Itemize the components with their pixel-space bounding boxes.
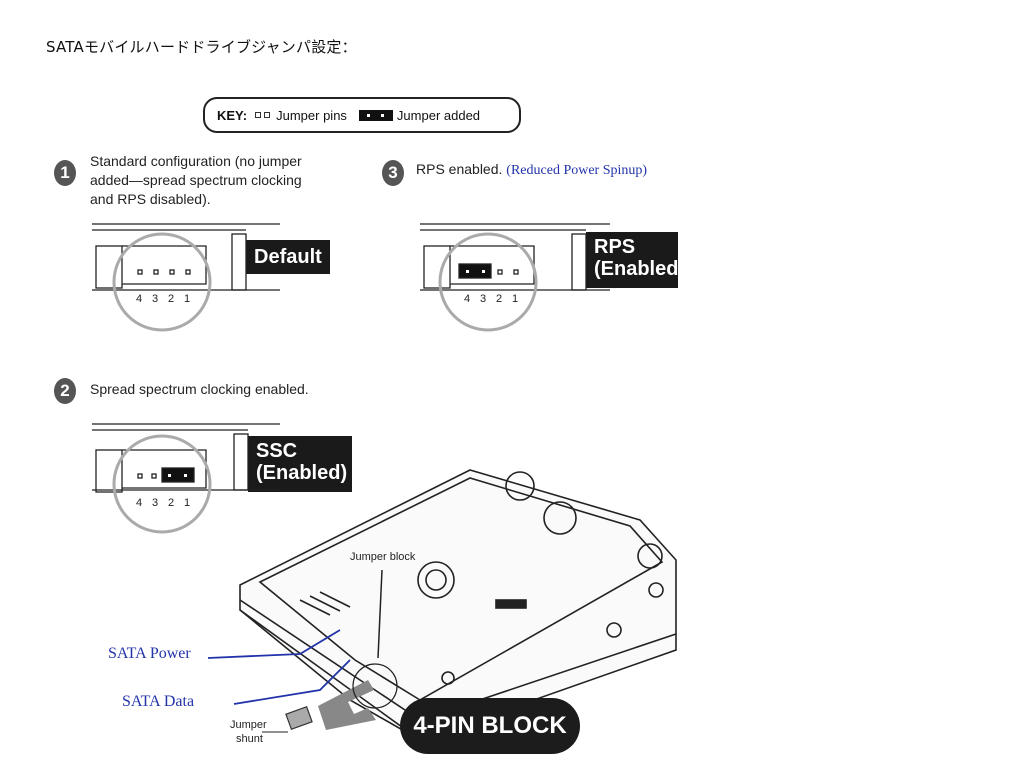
key-label: KEY: [217, 107, 248, 123]
pin-numbers-ssc: 4 3 2 1 [136, 497, 190, 509]
jumper-pins-icon [255, 112, 271, 118]
legend-key: KEY: Jumper pins Jumper added [203, 97, 521, 133]
step-1-number: 1 [54, 160, 76, 186]
sata-data-label: SATA Data [122, 693, 194, 710]
jumper-block-line [377, 569, 383, 659]
step-3-text: RPS enabled. (Reduced Power Spinup) [416, 160, 647, 180]
connector-detail-ssc [92, 423, 280, 534]
ssc-tag-line-1: SSC [256, 440, 298, 462]
step-2-number: 2 [54, 378, 76, 404]
rps-tag-line-2: (Enabled) [594, 258, 686, 280]
pin-2 [169, 269, 175, 275]
step-1-line-3: and RPS disabled). [90, 191, 211, 207]
insert-arrow-icon [318, 663, 398, 730]
pin-num-3: 3 [152, 293, 158, 305]
pin-numbers-default: 4 3 2 1 [136, 293, 190, 305]
jumper-block-label: Jumper block [350, 551, 416, 563]
pin-num-rps-4: 4 [464, 293, 470, 305]
rps-tag-line-1: RPS [594, 236, 636, 258]
pin-num-4: 4 [136, 293, 142, 305]
pin-numbers-rps: 4 3 2 1 [464, 293, 518, 305]
jumper-rps [458, 263, 492, 279]
default-tag: Default [246, 240, 330, 274]
jumper-shunt-label-1: Jumper [230, 719, 267, 731]
ssc-tag-line-2: (Enabled) [256, 462, 348, 484]
pin-num-ssc-1: 1 [184, 497, 190, 509]
key-pins-label: Jumper pins [276, 107, 347, 123]
pin-num-rps-1: 1 [512, 293, 518, 305]
step-3-number: 3 [382, 160, 404, 186]
sata-power-label: SATA Power [108, 645, 191, 662]
connector-detail-rps [420, 223, 610, 332]
step-1-line-1: Standard configuration (no jumper [90, 153, 302, 169]
pin-num-1: 1 [184, 293, 190, 305]
step-1-line-2: added—spread spectrum clocking [90, 172, 302, 188]
step-2-label: Spread spectrum clocking enabled. [90, 381, 309, 397]
jumper-shunt-label-2: shunt [236, 733, 263, 745]
pin-num-ssc-3: 3 [152, 497, 158, 509]
pin-1 [185, 269, 191, 275]
pin-num-rps-3: 3 [480, 293, 486, 305]
pin-num-2: 2 [168, 293, 174, 305]
jumper-ssc [161, 467, 195, 483]
step-1-text: Standard configuration (no jumper added—… [90, 152, 302, 209]
key-added-label: Jumper added [396, 107, 481, 123]
four-pin-block-badge: 4-PIN BLOCK [400, 698, 580, 754]
pin-num-ssc-4: 4 [136, 497, 142, 509]
step-3-label: RPS enabled. [416, 161, 503, 177]
pin-3 [153, 269, 159, 275]
step-2-text: Spread spectrum clocking enabled. [90, 380, 309, 399]
jumper-added-icon [358, 109, 393, 121]
callout-lines [207, 629, 351, 705]
pin-num-ssc-2: 2 [168, 497, 174, 509]
ssc-tag: SSC (Enabled) [248, 436, 352, 492]
connector-detail-default [92, 223, 280, 332]
pin-num-rps-2: 2 [496, 293, 502, 305]
step-3-label-blue: (Reduced Power Spinup) [506, 163, 648, 178]
default-tag-label: Default [254, 246, 322, 268]
rps-tag: RPS (Enabled) [586, 232, 686, 288]
jumper-shunt-icon [262, 705, 313, 733]
pin-4 [137, 269, 143, 275]
page-title: SATAモバイルハードドライブジャンパ設定： [46, 38, 357, 56]
